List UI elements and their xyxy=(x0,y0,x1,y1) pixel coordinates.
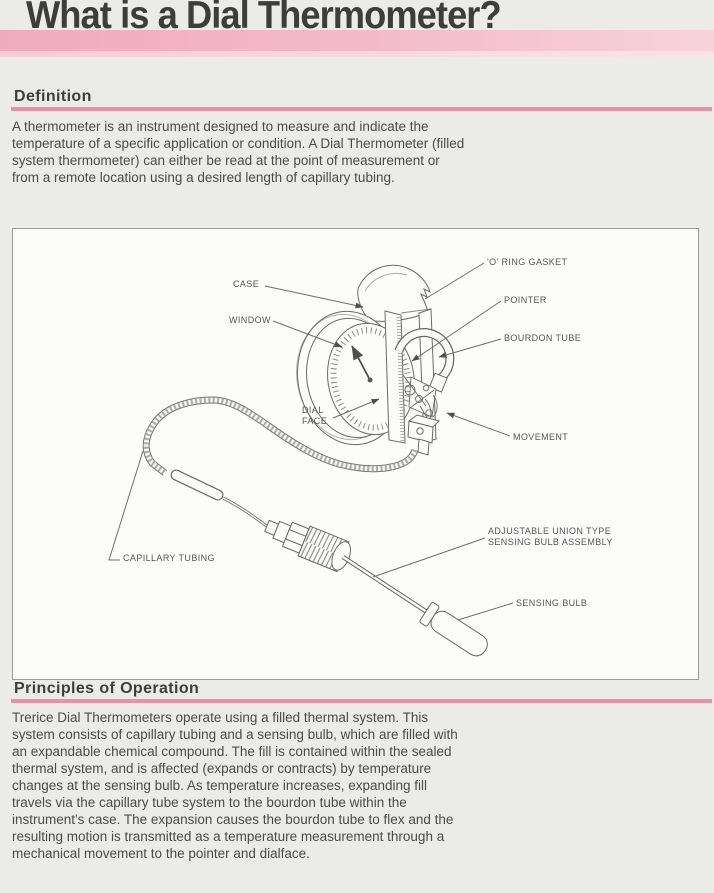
union-assembly-label: ADJUSTABLE UNION TYPE SENSING BULB ASSEM… xyxy=(488,526,613,547)
movement-label: MOVEMENT xyxy=(513,432,569,442)
bourdon-leader xyxy=(438,338,502,358)
gauge-head-drawing xyxy=(296,264,455,456)
oring-gasket-label: 'O' RING GASKET xyxy=(487,257,568,267)
pointer-shape xyxy=(351,345,371,381)
movement-leader xyxy=(446,412,511,437)
pointer-leader xyxy=(411,300,502,362)
thermometer-line-art xyxy=(108,262,514,657)
leader-lines xyxy=(108,262,514,621)
union-leader xyxy=(372,537,486,578)
dial-tick-ring xyxy=(330,327,412,431)
capillary-leader xyxy=(108,450,144,561)
principles-heading: Principles of Operation xyxy=(14,680,200,697)
window-label: WINDOW xyxy=(229,315,271,325)
page-title: What is a Dial Thermometer? xyxy=(26,0,502,37)
title-highlight-band xyxy=(0,30,714,51)
capillary-tubing-label: CAPILLARY TUBING xyxy=(123,553,215,563)
union-fitting-drawing xyxy=(264,519,488,657)
dial-face-label: DIAL FACE xyxy=(302,405,328,426)
principles-paragraph: Trerice Dial Thermometers operate using … xyxy=(12,710,458,861)
bracket-shape xyxy=(407,414,440,456)
bourdon-tube-shape xyxy=(394,328,455,393)
window-leader xyxy=(272,320,343,348)
title-highlight-band-fade xyxy=(0,51,714,57)
definition-heading: Definition xyxy=(14,88,92,105)
sensing-bulb-shape xyxy=(419,602,488,657)
case-leader xyxy=(264,285,364,309)
principles-heading-rule xyxy=(11,699,712,703)
pointer-label: POINTER xyxy=(504,295,547,305)
bulb-leader xyxy=(457,602,514,621)
bourdon-tube-label: BOURDON TUBE xyxy=(504,333,582,343)
definition-heading-rule xyxy=(11,107,712,111)
definition-paragraph: A thermometer is an instrument designed … xyxy=(12,119,465,185)
sensing-bulb-label: SENSING BULB xyxy=(516,598,588,608)
thermometer-diagram: CASE WINDOW 'O' RING GASKET POINTER BOUR… xyxy=(12,228,699,680)
oring-leader xyxy=(424,262,485,300)
capillary-tubing-drawing xyxy=(142,396,419,530)
dialface-leader xyxy=(332,398,380,419)
case-label: CASE xyxy=(233,279,260,289)
